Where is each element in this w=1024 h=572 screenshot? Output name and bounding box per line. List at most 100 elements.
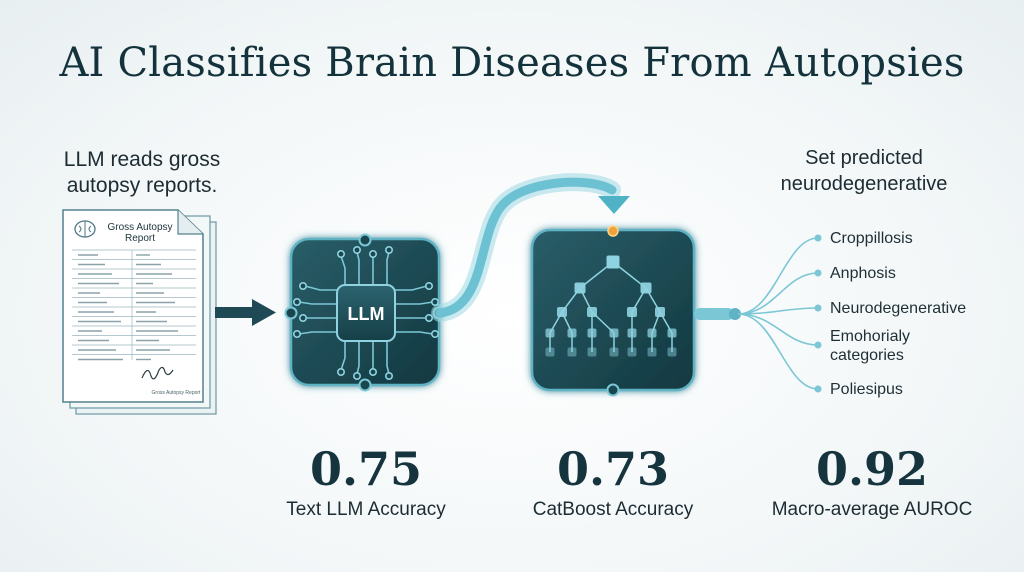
class-bullet-icon: [814, 385, 822, 393]
signature-icon: [141, 366, 174, 380]
circuit-node: [384, 371, 393, 380]
metric-llm-accuracy: 0.75 Text LLM Accuracy: [246, 443, 486, 521]
circuit-node: [384, 246, 393, 255]
circuit-trace: [356, 341, 360, 375]
class-fan-line: [737, 313, 819, 346]
tree-node: [667, 328, 677, 338]
page-title: AI Classifies Brain Diseases From Autops…: [59, 40, 965, 86]
output-connector: [694, 308, 741, 320]
llm-processor-box: LLM: [284, 233, 446, 392]
class-fan-line: [737, 313, 819, 390]
class-bullet-icon: [814, 304, 822, 312]
curved-arrow-head: [598, 196, 630, 214]
llm-chip: [336, 284, 396, 342]
tree-node: [640, 282, 652, 294]
connector-dot-top: [358, 233, 372, 247]
predicted-class-label: Poliesipus: [830, 380, 903, 399]
tree-node: [587, 328, 597, 338]
circuit-trace: [304, 285, 337, 291]
autopsy-report-document: Gross Autopsy Report Gross Autopsy Repor…: [62, 209, 217, 415]
connector-dot-left: [284, 306, 298, 320]
predicted-class-line: Anphosis: [830, 265, 896, 282]
tree-node: [567, 328, 577, 338]
tree-node: [545, 328, 555, 338]
circuit-node: [298, 313, 307, 322]
tree-node: [609, 328, 619, 338]
circuit-node: [292, 329, 301, 338]
tree-node: [545, 347, 555, 357]
class-bullet-icon: [814, 341, 822, 349]
circuit-trace: [340, 255, 346, 285]
circuit-lines: [292, 246, 439, 380]
circuit-node: [298, 281, 307, 290]
predicted-class-line: Neurodegenerative: [830, 300, 967, 317]
report-form-lines: [72, 249, 196, 361]
circuit-trace: [395, 331, 434, 335]
predicted-class-label: Croppillosis: [830, 229, 913, 248]
tree-node: [647, 347, 657, 357]
circuit-node: [424, 281, 433, 290]
tree-node: [655, 307, 665, 317]
input-caption-line-1: LLM reads gross: [63, 148, 221, 171]
report-footer: Gross Autopsy Report: [152, 390, 202, 396]
output-caption-line-2: neurodegenerative: [780, 173, 948, 195]
tree-node: [627, 307, 637, 317]
class-fan-lines: [737, 234, 822, 393]
input-arrow: [215, 299, 276, 326]
metric-value: 0.73: [556, 442, 670, 496]
circuit-trace: [298, 301, 337, 305]
circuit-trace: [395, 301, 434, 305]
circuit-trace: [386, 341, 390, 375]
report-title-line-1: Gross Autopsy: [107, 222, 172, 233]
predicted-class-label: Anphosis: [830, 264, 896, 283]
report-page-front: [62, 209, 204, 403]
catboost-tree-box: [530, 225, 696, 397]
predicted-class-line: Emohorialy: [830, 328, 911, 345]
predicted-class-label: Emohorialy categories: [830, 327, 910, 365]
circuit-node: [352, 246, 361, 255]
tree-node: [647, 328, 657, 338]
input-caption-line-2: autopsy reports.: [66, 174, 218, 197]
metric-label: CatBoost Accuracy: [532, 499, 694, 520]
circuit-trace: [386, 251, 390, 285]
class-bullet-icon: [814, 234, 822, 242]
tree-node: [587, 307, 597, 317]
circuit-trace: [340, 341, 346, 371]
tree-node: [627, 347, 637, 357]
class-bullet-icon: [814, 269, 822, 277]
circuit-node: [336, 367, 345, 376]
predicted-class-label: Neurodegenerative: [830, 299, 966, 318]
connector-dot-bottom: [358, 378, 372, 392]
tree-node: [574, 282, 586, 294]
input-caption: LLM reads gross autopsy reports.: [42, 147, 242, 199]
tree-node: [587, 347, 597, 357]
tree-node: [557, 307, 567, 317]
report-page-fold: [177, 210, 203, 235]
predicted-class-line: categories: [830, 347, 904, 364]
circuit-node: [430, 297, 439, 306]
output-caption: Set predicted neurodegenerative: [764, 145, 964, 197]
output-caption-line-1: Set predicted: [805, 147, 923, 169]
metric-label: Macro-average AUROC: [771, 499, 973, 520]
circuit-node: [336, 250, 345, 259]
metric-value: 0.92: [815, 442, 929, 496]
circuit-trace: [356, 251, 360, 285]
circuit-node: [352, 371, 361, 380]
llm-chip-label: LLM: [348, 304, 385, 324]
metric-macro-auroc: 0.92 Macro-average AUROC: [752, 443, 992, 521]
circuit-node: [292, 297, 301, 306]
metric-catboost-accuracy: 0.73 CatBoost Accuracy: [493, 443, 733, 521]
report-title-line-2: Report: [125, 233, 155, 244]
tree-node: [606, 255, 620, 269]
metric-label: Text LLM Accuracy: [286, 499, 446, 520]
class-fan-line: [737, 237, 819, 315]
curved-flow-arrow: [431, 173, 630, 322]
decision-tree-icon: [545, 255, 677, 357]
tree-node: [667, 347, 677, 357]
circuit-node: [430, 329, 439, 338]
circuit-trace: [298, 331, 337, 335]
connector-dot-tree-bottom: [606, 383, 620, 397]
class-fan-line: [737, 272, 819, 315]
tree-node: [627, 328, 637, 338]
